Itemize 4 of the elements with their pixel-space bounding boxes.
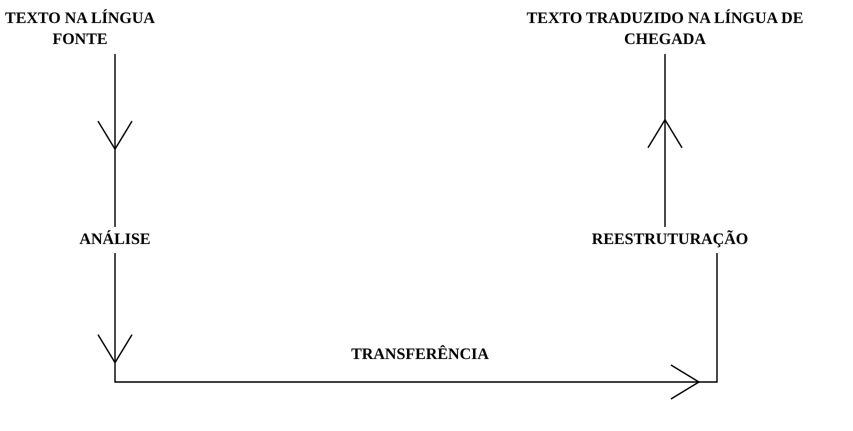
node-label: REESTRUTURAÇÃO xyxy=(592,229,748,250)
node-label: TEXTO NA LÍNGUA FONTE xyxy=(4,8,156,50)
node-label: TEXTO TRADUZIDO NA LÍNGUA DE CHEGADA xyxy=(526,8,804,50)
node-label: ANÁLISE xyxy=(79,229,151,250)
